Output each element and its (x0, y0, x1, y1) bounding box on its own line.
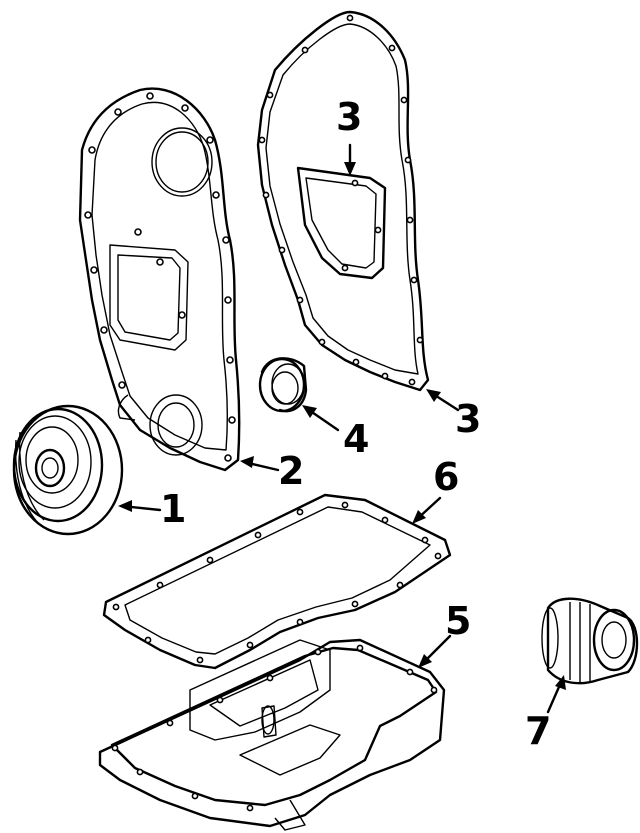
oil-pan (98, 638, 446, 831)
callout-3-lower: 3 (455, 397, 482, 441)
oil-filter (541, 597, 639, 685)
gasket-bolt-holes (258, 14, 424, 386)
timing-cover-gasket (256, 10, 430, 392)
callout-4: 4 (343, 417, 370, 461)
crankshaft-pulley (12, 404, 124, 536)
timing-cover-bolt-holes (84, 92, 236, 462)
callout-1: 1 (160, 487, 187, 531)
callout-7: 7 (525, 709, 552, 753)
oil-pan-bolt-holes (111, 644, 438, 812)
timing-cover (78, 87, 241, 472)
callout-5: 5 (445, 599, 472, 643)
callout-3-upper: 3 (336, 95, 363, 139)
leader-arrows (118, 143, 566, 714)
callout-6: 6 (433, 455, 460, 499)
front-crankshaft-seal (258, 357, 308, 413)
callout-2: 2 (278, 449, 305, 493)
oil-pan-gasket-bolt-holes (112, 501, 442, 664)
oil-pan-gasket (102, 493, 452, 670)
